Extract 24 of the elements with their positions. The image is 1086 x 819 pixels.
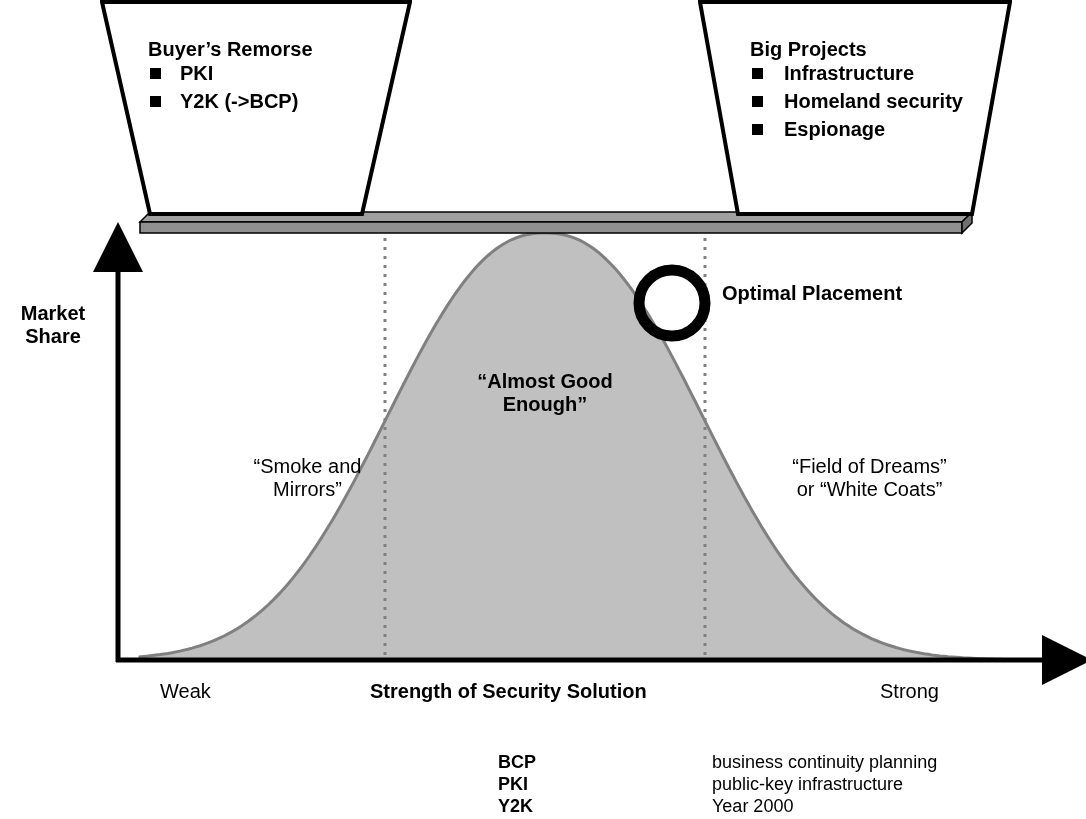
axis-title: Market Share <box>19 302 87 348</box>
list-item: Y2K (->BCP) <box>180 90 300 113</box>
list-item: PKI <box>180 62 215 85</box>
bucket-heading: Buyer’s Remorse <box>148 38 313 61</box>
list-item: Homeland security <box>784 90 964 113</box>
region-label: “Smoke and Mirrors” <box>252 455 363 501</box>
axis-end-label: Strong <box>880 680 940 703</box>
axis-title: Strength of Security Solution <box>370 680 648 703</box>
region-label: “Field of Dreams” or “White Coats” <box>791 455 948 501</box>
callout-label: Optimal Placement <box>722 282 904 305</box>
bucket-heading: Big Projects <box>750 38 867 61</box>
list-item: Espionage <box>784 118 887 141</box>
axis-end-label: Weak <box>160 680 212 703</box>
table-cell-text: BCP <box>498 752 537 773</box>
table-cell-text: public-key infrastructure <box>712 774 905 795</box>
bucket <box>100 0 412 216</box>
bucket <box>698 0 1012 216</box>
region-label: “Almost Good Enough” <box>476 370 614 416</box>
table-cell-text: PKI <box>498 774 529 795</box>
table-cell-text: Y2K <box>498 796 534 817</box>
table-cell-text: business continuity planning <box>712 752 939 773</box>
target-ring <box>633 264 711 342</box>
list-item: Infrastructure <box>784 62 916 85</box>
table-cell-text: Year 2000 <box>712 796 795 817</box>
